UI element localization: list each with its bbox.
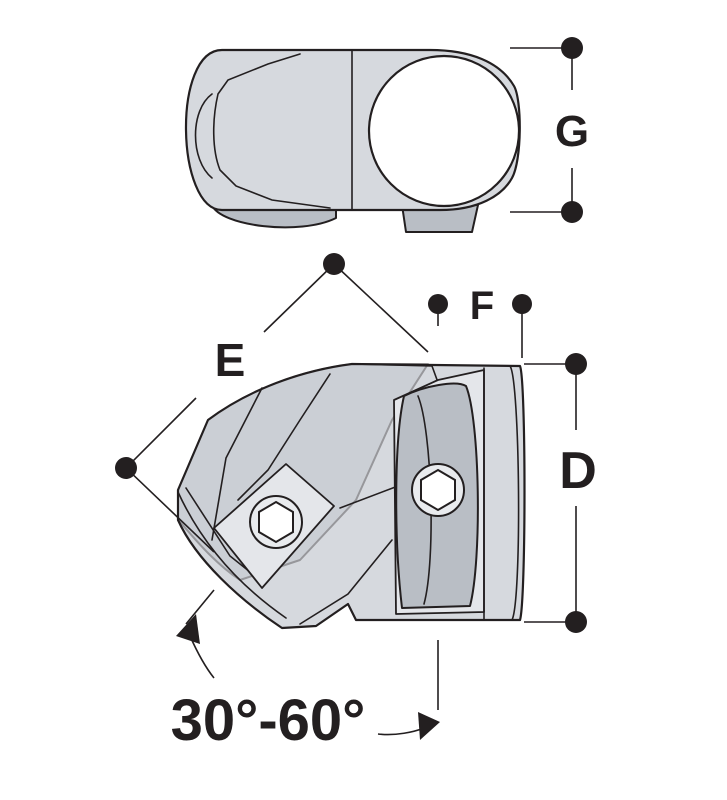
- dimension-d-dot-top: [565, 353, 587, 375]
- top-view-outer-contour: [194, 93, 213, 179]
- side-view-facet-2: [237, 373, 331, 501]
- dimension-d-label: D: [559, 442, 597, 500]
- dimension-g-label: G: [555, 107, 589, 156]
- angle-arrow-right-icon: [418, 712, 440, 740]
- side-view-collar-rim: [509, 365, 520, 621]
- angle-indicator: 30°-60°: [171, 589, 440, 753]
- dimension-e-line-right: [263, 263, 335, 333]
- dimension-g-dot-top: [561, 37, 583, 59]
- dimension-f-label: F: [470, 284, 494, 328]
- bolt-right-hex-icon: [420, 468, 456, 512]
- bolt-left-hex-icon: [258, 500, 294, 544]
- dimension-e: E: [115, 253, 429, 553]
- angle-arc-left: [189, 635, 215, 679]
- side-view-facet-7: [299, 539, 393, 625]
- top-view: [184, 48, 521, 233]
- top-view-bore: [367, 54, 521, 208]
- side-view-facet-5: [339, 485, 399, 509]
- dimension-e-label: E: [215, 334, 246, 386]
- dimension-e-ext-bottom: [125, 467, 215, 553]
- side-view-facet-4: [177, 491, 287, 619]
- angle-ref-line-left: [185, 589, 215, 625]
- dimension-e-line-left: [125, 397, 197, 469]
- side-view-facet-1: [211, 387, 263, 541]
- dimension-f-dot-right: [512, 294, 532, 314]
- dimension-f-dot-left: [428, 294, 448, 314]
- dimension-d-dot-bottom: [565, 611, 587, 633]
- dimension-d: D: [524, 353, 597, 633]
- dimension-e-dot-top: [323, 253, 345, 275]
- angle-range-label: 30°-60°: [171, 688, 366, 753]
- angle-arc-right: [377, 727, 425, 736]
- dimension-g-dot-bottom: [561, 201, 583, 223]
- top-view-inner-contour: [212, 53, 331, 209]
- side-view: [176, 362, 526, 630]
- dimension-f: F: [428, 284, 532, 358]
- dimension-e-dot-bottom: [115, 457, 137, 479]
- angle-arrow-left-icon: [176, 614, 200, 644]
- dimension-e-ext-top: [333, 263, 429, 353]
- dimension-g: G: [510, 37, 589, 223]
